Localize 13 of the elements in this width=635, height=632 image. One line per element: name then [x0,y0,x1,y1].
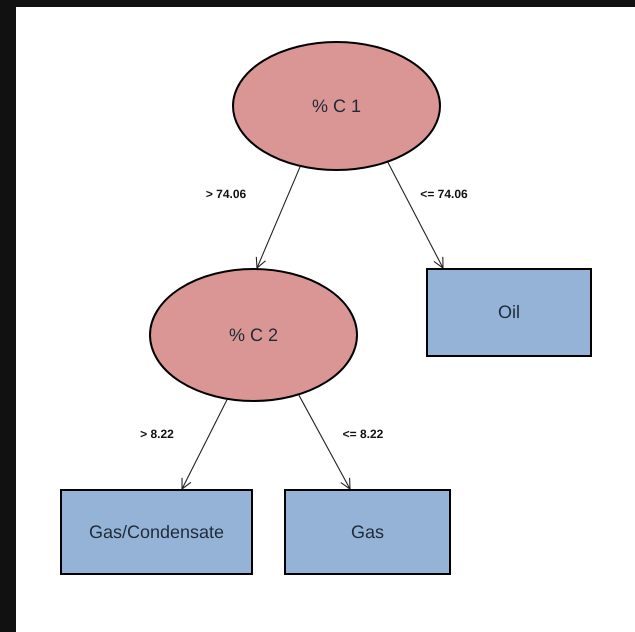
edge-label: <= 8.22 [340,427,386,441]
arrow [388,162,444,269]
edge-label: > 8.22 [138,427,176,441]
arrow [298,395,351,490]
node-label: % C 1 [312,96,362,116]
arrow [256,166,300,269]
arrow [181,400,228,490]
node-label: Gas [350,522,384,542]
node-label: Oil [498,302,520,323]
edge-label: <= 74.06 [418,187,470,201]
node-label: % C 2 [228,324,278,346]
edge-label: > 74.06 [204,187,248,201]
node-label: Gas/Condensate [88,522,224,542]
